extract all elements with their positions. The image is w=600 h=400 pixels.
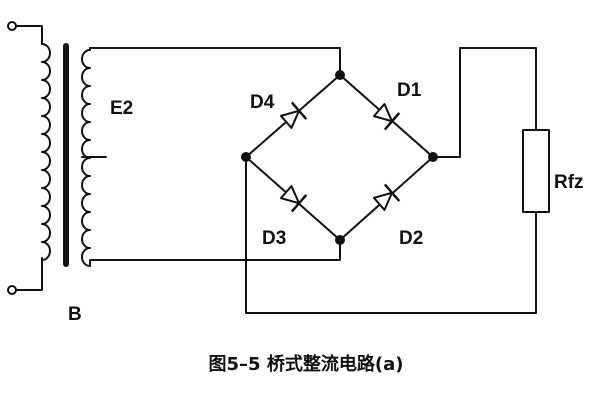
label-d1: D1	[397, 80, 422, 101]
diode-d1	[372, 103, 401, 131]
primary-terminal-bottom	[7, 285, 17, 295]
label-b: B	[68, 304, 82, 325]
label-d4: D4	[250, 92, 275, 113]
label-e2: E2	[110, 98, 133, 119]
primary-lead-bottom	[15, 257, 43, 291]
secondary-lead-bottom	[89, 239, 341, 267]
label-d2: D2	[399, 228, 423, 249]
junction-left	[241, 152, 251, 162]
junction-bottom	[335, 235, 345, 245]
secondary-lead-top	[89, 47, 341, 76]
diode-d4	[279, 101, 308, 129]
figure-caption: 图5–5 桥式整流电路(a)	[209, 353, 404, 375]
load-resistor	[522, 129, 550, 213]
output-wire-positive	[432, 47, 537, 158]
primary-lead-top	[15, 25, 43, 45]
diode-d3	[279, 185, 308, 213]
label-d3: D3	[262, 228, 286, 249]
junction-top	[335, 70, 345, 80]
primary-terminal-top	[7, 21, 17, 31]
output-wire-negative	[245, 156, 537, 314]
label-rfz: Rfz	[554, 172, 584, 193]
primary-winding	[41, 43, 51, 261]
diode-d2	[372, 183, 401, 211]
junction-right	[428, 152, 438, 162]
